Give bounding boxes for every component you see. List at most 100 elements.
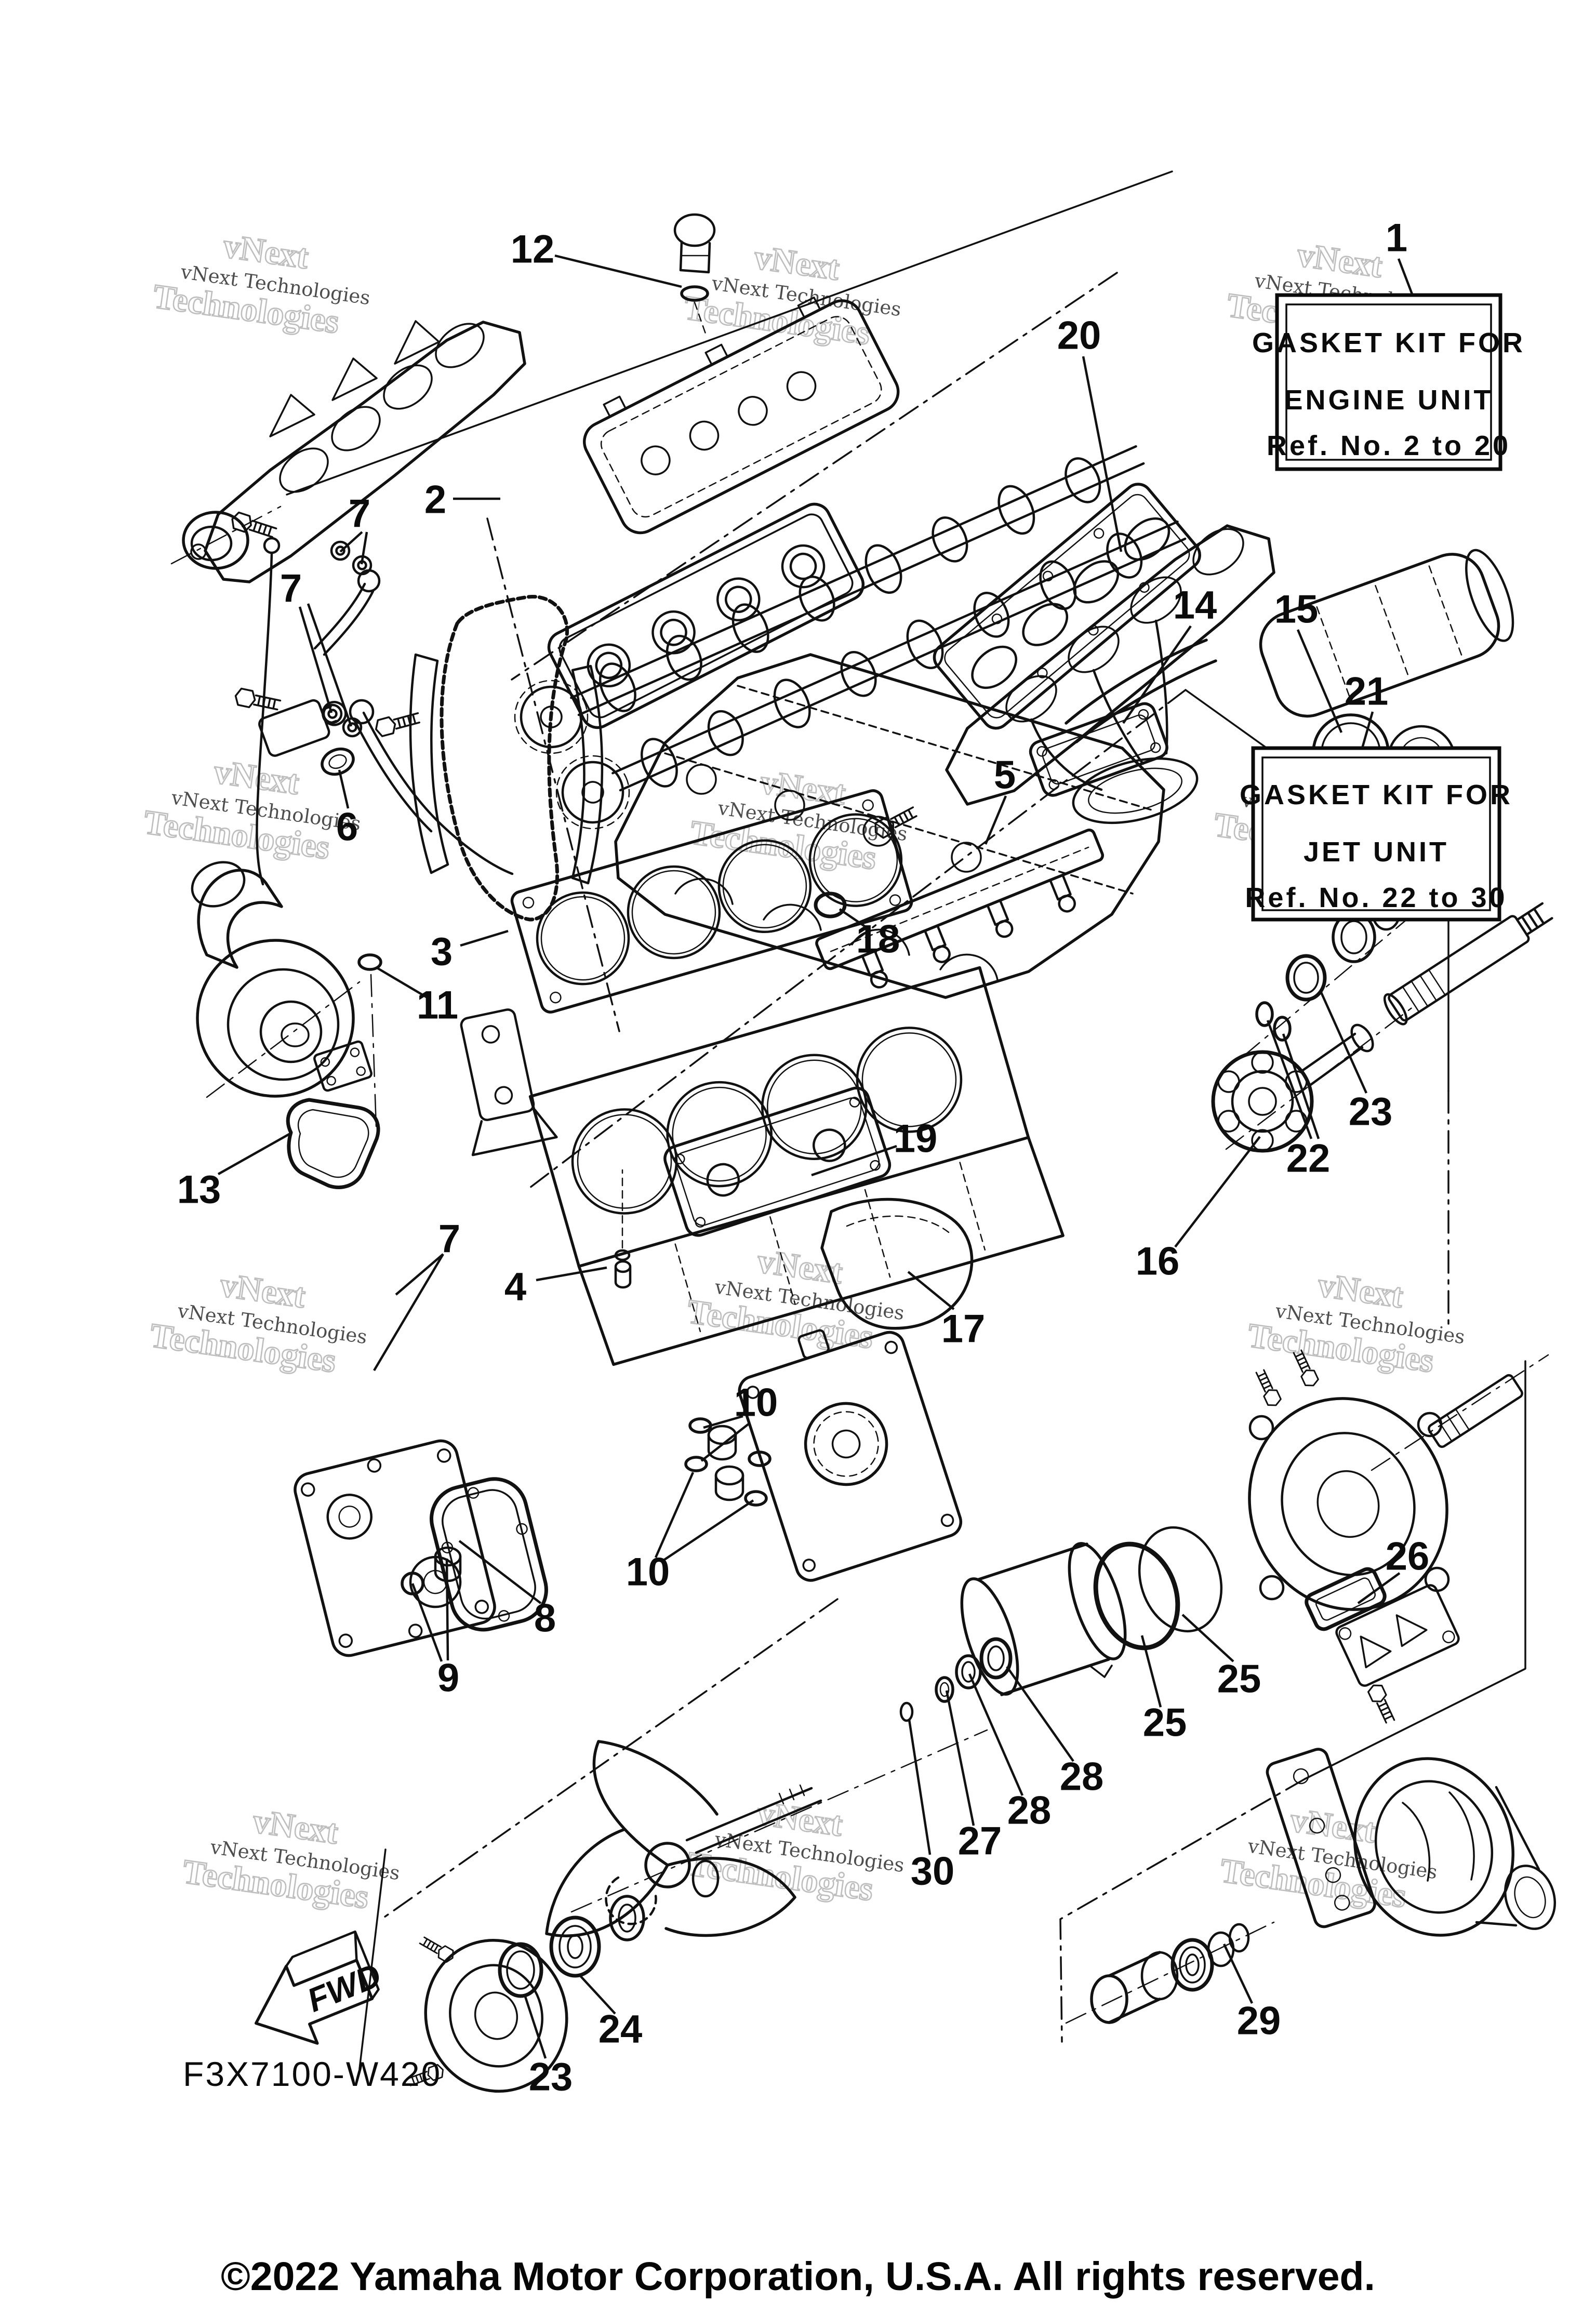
part-oil-seal-23 — [1285, 954, 1327, 1002]
kit-box-line: Ref. No. 2 to 20 — [1267, 430, 1511, 461]
svg-text:18: 18 — [856, 917, 900, 962]
svg-text:14: 14 — [1173, 583, 1217, 628]
part-tensioner-gasket — [321, 747, 355, 776]
copyright-text: ©2022 Yamaha Motor Corporation, U.S.A. A… — [221, 2254, 1375, 2299]
part-oring-10 — [684, 1456, 708, 1472]
part-label-26: 26 — [1357, 1535, 1430, 1604]
svg-text:6: 6 — [336, 805, 358, 849]
svg-text:30: 30 — [911, 1850, 955, 1894]
svg-text:29: 29 — [1237, 1999, 1281, 2043]
part-oring-12 — [680, 285, 709, 302]
svg-text:28: 28 — [1007, 1789, 1052, 1833]
part-gasket-26 — [1305, 1567, 1460, 1726]
svg-text:7: 7 — [349, 492, 370, 536]
part-label-7a: 7 — [339, 492, 370, 565]
svg-text:26: 26 — [1386, 1535, 1430, 1579]
kit-box-line: JET UNIT — [1304, 836, 1449, 868]
svg-text:5: 5 — [994, 753, 1016, 797]
part-oring-10 — [748, 1451, 772, 1467]
svg-text:15: 15 — [1274, 588, 1319, 632]
part-label-1: 1 — [1386, 216, 1414, 295]
part-camshaft-intake — [555, 520, 1187, 830]
part-label-28b: 28 — [968, 1673, 1052, 1833]
part-exhaust-gasket-20 — [933, 483, 1201, 730]
svg-text:3: 3 — [431, 930, 453, 974]
part-label-28a: 28 — [1006, 1666, 1104, 1799]
part-label-10a: 10 — [700, 1381, 778, 1462]
part-bearing-24 — [549, 1915, 601, 1978]
part-turbocharger — [191, 861, 380, 1189]
svg-text:27: 27 — [958, 1819, 1002, 1864]
svg-text:28: 28 — [1060, 1755, 1104, 1799]
part-oring-22 — [1273, 1016, 1292, 1042]
part-generator-cover — [684, 1329, 963, 1582]
part-exhaust-manifold-left — [170, 320, 526, 583]
part-oring-10 — [744, 1490, 768, 1507]
part-label-15: 15 — [1274, 588, 1343, 733]
part-label-20: 20 — [1057, 314, 1123, 552]
part-nozzle — [1266, 1748, 1557, 1937]
part-bearing-29 — [1171, 1938, 1214, 1992]
part-label-25b: 25 — [1140, 1635, 1187, 1745]
svg-text:22: 22 — [1286, 1137, 1331, 1181]
svg-text:17: 17 — [941, 1307, 986, 1351]
svg-text:8: 8 — [534, 1596, 556, 1641]
part-oring-11 — [357, 953, 382, 1127]
part-labels: 1 2 3 4 5 6 7 7 7 8 9 10 10 11 12 13 14 … — [177, 216, 1430, 2099]
part-label-2: 2 — [424, 478, 500, 522]
part-bearing-stack-29 — [1065, 1921, 1275, 2024]
svg-text:10: 10 — [626, 1550, 670, 1594]
svg-text:25: 25 — [1217, 1657, 1261, 1701]
part-turbo-gasket — [286, 1098, 380, 1189]
engine-art — [170, 213, 1557, 2093]
kit-box-line: Ref. No. 22 to 30 — [1245, 882, 1507, 913]
part-label-21: 21 — [1345, 670, 1389, 749]
part-label-9: 9 — [411, 1558, 459, 1700]
part-oil-cooler — [663, 1086, 892, 1237]
part-label-27: 27 — [945, 1690, 1002, 1864]
svg-text:10: 10 — [734, 1381, 778, 1425]
svg-text:1: 1 — [1386, 216, 1407, 260]
svg-text:21: 21 — [1345, 670, 1389, 714]
part-label-30: 30 — [908, 1719, 955, 1894]
part-label-29: 29 — [1222, 1944, 1281, 2043]
kit-box-line: GASKET KIT FOR — [1240, 779, 1513, 810]
part-label-6: 6 — [336, 769, 358, 849]
part-label-11: 11 — [375, 966, 458, 1028]
part-label-23b: 23 — [523, 1994, 573, 2099]
part-oil-pump — [294, 1439, 548, 1657]
part-label-17: 17 — [907, 1271, 986, 1351]
part-pump-gasket-8 — [430, 1477, 548, 1632]
part-oil-pipe — [230, 511, 514, 875]
part-exhaust-gasket-14 — [1029, 702, 1168, 797]
part-label-24: 24 — [578, 1973, 642, 2052]
kit-boundary-lines — [286, 170, 1526, 2070]
part-valve-cover — [583, 296, 900, 535]
part-label-14: 14 — [1122, 583, 1217, 724]
part-impeller — [406, 1729, 988, 2093]
part-valve-cover-gasket — [547, 502, 865, 729]
part-label-7c: 7 — [373, 1217, 460, 1372]
part-impeller-housing — [1248, 1347, 1549, 1611]
svg-text:12: 12 — [511, 228, 555, 272]
svg-text:23: 23 — [529, 2055, 573, 2099]
gasket-kit-box-jet: GASKET KIT FOR JET UNIT Ref. No. 22 to 3… — [1240, 746, 1513, 922]
part-label-3: 3 — [431, 930, 509, 974]
part-breather-plate — [820, 1198, 974, 1330]
part-injector-rail — [815, 828, 1104, 989]
part-oil-filler-cap — [673, 213, 716, 335]
part-impeller-duct — [960, 1526, 1223, 1696]
svg-text:23: 23 — [1349, 1090, 1393, 1134]
part-seal-28 — [955, 1654, 982, 1689]
part-oring-22 — [1255, 1001, 1274, 1027]
part-label-16: 16 — [1136, 1136, 1261, 1284]
part-engine-mount — [460, 1008, 558, 1156]
part-label-23a: 23 — [1319, 991, 1393, 1134]
part-seal-23 — [498, 1942, 543, 1998]
part-seal-stack — [899, 1637, 1013, 1722]
part-label-4: 4 — [504, 1265, 607, 1309]
svg-text:9: 9 — [437, 1656, 459, 1700]
part-label-19: 19 — [811, 1117, 937, 1177]
part-label-7b: 7 — [280, 567, 353, 727]
